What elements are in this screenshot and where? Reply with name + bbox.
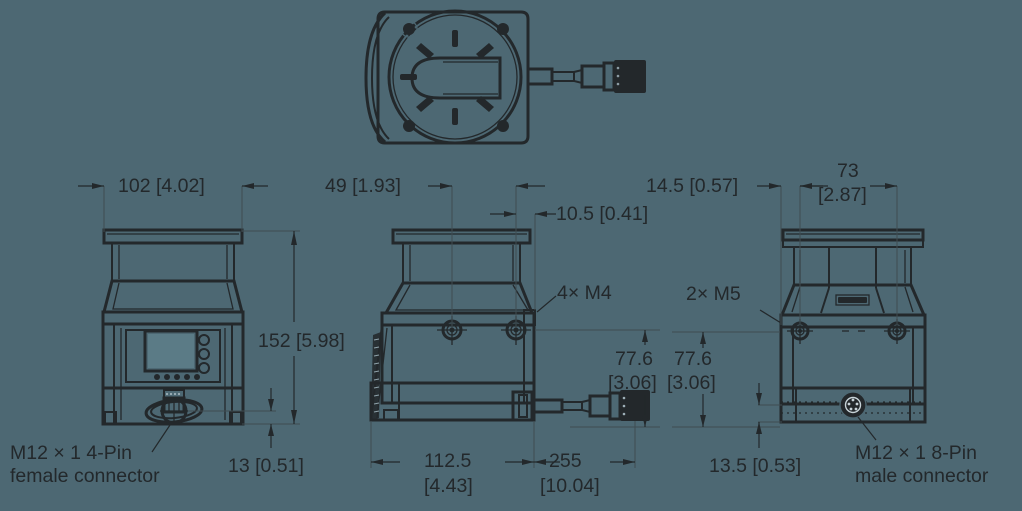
keypad-buttons: [198, 334, 210, 374]
rear-view: [759, 228, 927, 441]
dim-side-base-width-inch: [4.43]: [424, 475, 473, 497]
dim-side-conn-height: 77.6: [615, 348, 653, 370]
dim-rear-hole-span-inch: [2.87]: [818, 184, 867, 206]
side-view-dimensions: 49 [1.93] 10.5 [0.41] 112.5 [4.43] 255: [325, 175, 660, 497]
side-view-cable-connector: [511, 390, 650, 422]
dim-rear-hole-span: 73: [837, 160, 859, 182]
dim-side-cable-length-inch: [10.04]: [540, 475, 600, 497]
dim-front-height: 152 [5.98]: [258, 330, 345, 352]
led-indicators: [154, 374, 200, 380]
front-view: [101, 228, 245, 453]
note-thread-m5: 2× M5: [686, 283, 741, 305]
dim-side-conn-height-inch: [3.06]: [608, 372, 657, 394]
top-view-connector: [526, 60, 646, 93]
m12-male-connector: [839, 391, 867, 419]
note-thread-m4: 4× M4: [557, 282, 612, 304]
note-male-line1: M12 × 1 8-Pin: [855, 442, 977, 464]
note-female-line1: M12 × 1 4-Pin: [10, 442, 132, 464]
side-view: [369, 228, 650, 422]
lens-strip: [371, 332, 381, 420]
top-view: [364, 9, 646, 145]
note-female-line2: female connector: [10, 465, 160, 487]
dim-front-foot-height: 13 [0.51]: [228, 455, 304, 477]
dim-side-small-offset: 10.5 [0.41]: [556, 203, 648, 225]
m4-mount-screws: [437, 316, 531, 345]
dim-front-width: 102 [4.02]: [118, 175, 205, 197]
dim-rear-foot-height: 13.5 [0.53]: [709, 455, 801, 477]
note-male-connector: M12 × 1 8-Pin male connector: [855, 442, 989, 487]
lcd-screen: [148, 334, 194, 368]
dim-rear-edge-offset: 14.5 [0.57]: [646, 175, 738, 197]
radial-index-marks: [400, 30, 494, 125]
dim-side-base-width: 112.5: [424, 450, 472, 472]
rear-view-dimensions: 14.5 [0.57] 73 [2.87] 77.6 [3.06]: [646, 160, 898, 477]
note-female-connector: M12 × 1 4-Pin female connector: [10, 442, 160, 487]
corner-fasteners: [400, 20, 509, 132]
dim-side-top-offset: 49 [1.93]: [325, 175, 401, 197]
note-male-line2: male connector: [855, 465, 989, 487]
dim-rear-conn-height-inch: [3.06]: [667, 372, 716, 394]
dim-side-cable-length: 255: [549, 450, 582, 472]
dim-rear-conn-height: 77.6: [674, 348, 712, 370]
front-view-dimensions: 102 [4.02] 152 [5.98] 13 [0.51]: [78, 175, 345, 477]
